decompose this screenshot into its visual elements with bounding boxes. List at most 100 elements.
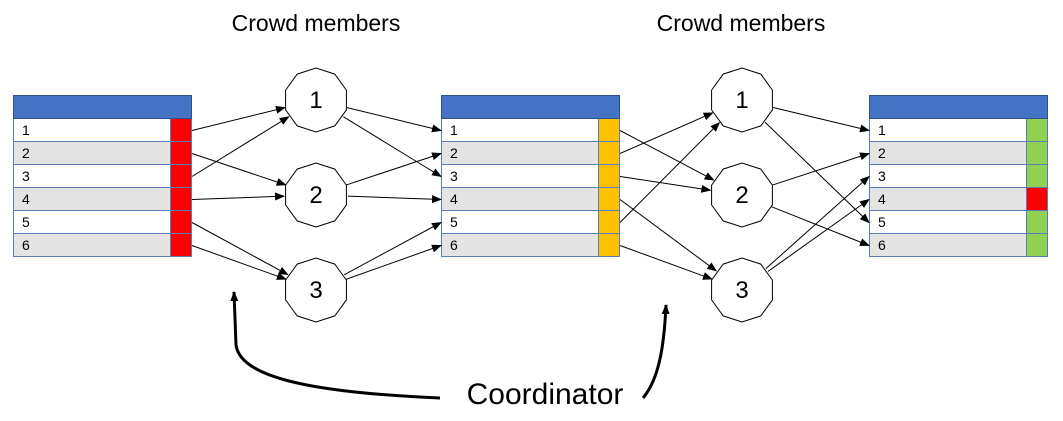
status-cell xyxy=(170,119,191,141)
coordinator-arrow-right xyxy=(641,304,670,399)
row-label: 6 xyxy=(878,237,886,253)
status-cell xyxy=(170,165,191,187)
crowd-member-shape xyxy=(285,162,347,228)
table-row: 2 xyxy=(869,142,1048,165)
table-2: 1 2 3 4 5 6 xyxy=(441,95,620,257)
edge-arrow xyxy=(343,116,442,178)
status-cell xyxy=(170,188,191,210)
row-label: 6 xyxy=(22,237,30,253)
status-cell xyxy=(1026,142,1047,164)
edge-arrow xyxy=(619,245,713,280)
crowd-members-title-1: Crowd members xyxy=(231,10,401,36)
table-row: 5 xyxy=(869,211,1048,234)
row-label: 3 xyxy=(450,168,458,184)
table-row: 1 xyxy=(441,119,620,142)
status-cell xyxy=(1026,234,1047,256)
crowd-member-node: 2 xyxy=(285,162,347,228)
table-row: 5 xyxy=(13,211,192,234)
edge-arrow xyxy=(346,107,442,133)
crowd-member-node: 3 xyxy=(285,257,347,323)
coordinator-label: Coordinator xyxy=(466,378,624,411)
crowd-member-label: 1 xyxy=(735,87,748,114)
row-label: 6 xyxy=(450,237,458,253)
crowd-member-label: 2 xyxy=(735,182,748,209)
table-row: 1 xyxy=(13,119,192,142)
edge-arrow xyxy=(765,175,870,270)
row-label: 1 xyxy=(22,122,30,138)
row-label: 2 xyxy=(22,145,30,161)
crowd-member-shape xyxy=(285,257,347,323)
edge-arrow xyxy=(191,153,287,186)
status-cell xyxy=(1026,119,1047,141)
crowd-member-label: 1 xyxy=(309,87,322,114)
edge-arrow xyxy=(347,195,442,204)
status-cell xyxy=(598,142,619,164)
table-header xyxy=(441,95,620,119)
status-cell xyxy=(1026,165,1047,187)
row-label: 2 xyxy=(878,145,886,161)
crowd-member-node: 1 xyxy=(711,67,773,133)
crowd-member-shape xyxy=(711,257,773,323)
row-label: 4 xyxy=(450,191,458,207)
row-label: 4 xyxy=(878,191,886,207)
row-label: 1 xyxy=(878,122,886,138)
row-label: 5 xyxy=(22,214,30,230)
table-row: 1 xyxy=(869,119,1048,142)
status-cell xyxy=(1026,211,1047,233)
table-row: 3 xyxy=(869,165,1048,188)
table-3: 1 2 3 4 5 6 xyxy=(869,95,1048,257)
row-label: 3 xyxy=(22,168,30,184)
row-label: 2 xyxy=(450,145,458,161)
row-label: 5 xyxy=(878,214,886,230)
row-label: 1 xyxy=(450,122,458,138)
status-cell xyxy=(598,119,619,141)
edge-arrow xyxy=(346,152,442,186)
crowd-member-label: 2 xyxy=(309,182,322,209)
table-row: 3 xyxy=(13,165,192,188)
crowd-members-title-2: Crowd members xyxy=(656,10,826,36)
status-cell xyxy=(598,165,619,187)
crowd-member-node: 1 xyxy=(285,67,347,133)
table-row: 6 xyxy=(869,234,1048,257)
row-label: 5 xyxy=(450,214,458,230)
edge-arrow xyxy=(619,121,721,223)
crowd-member-shape xyxy=(711,67,773,133)
edge-arrow xyxy=(191,192,286,201)
status-cell xyxy=(598,234,619,256)
edge-arrow xyxy=(619,199,718,272)
edge-arrow xyxy=(191,245,287,280)
crowd-member-shape xyxy=(285,67,347,133)
status-cell xyxy=(598,188,619,210)
table-row: 6 xyxy=(441,234,620,257)
crowd-member-node: 2 xyxy=(711,162,773,228)
edge-arrow xyxy=(619,130,715,181)
table-row: 4 xyxy=(13,188,192,211)
status-cell xyxy=(170,234,191,256)
status-cell xyxy=(170,211,191,233)
crowd-member-node: 3 xyxy=(711,257,773,323)
edge-arrow xyxy=(764,121,870,224)
edge-arrow xyxy=(191,116,290,177)
table-row: 2 xyxy=(13,142,192,165)
status-cell xyxy=(1026,188,1047,210)
coordinator-arrow-left xyxy=(230,291,441,400)
crowd-member-label: 3 xyxy=(309,277,322,304)
table-row: 4 xyxy=(869,188,1048,211)
edge-arrow xyxy=(345,244,442,280)
edge-arrow xyxy=(343,222,442,276)
edge-arrow xyxy=(619,112,714,154)
edge-arrow xyxy=(619,176,712,193)
crowd-member-label: 3 xyxy=(735,277,748,304)
table-header xyxy=(13,95,192,119)
table-row: 2 xyxy=(441,142,620,165)
table-row: 5 xyxy=(441,211,620,234)
edge-arrow xyxy=(771,206,870,246)
table-row: 4 xyxy=(441,188,620,211)
table-header xyxy=(869,95,1048,119)
table-1: 1 2 3 4 5 6 xyxy=(13,95,192,257)
edge-arrow xyxy=(772,106,870,133)
edge-arrow xyxy=(191,222,289,276)
status-cell xyxy=(170,142,191,164)
row-label: 3 xyxy=(878,168,886,184)
